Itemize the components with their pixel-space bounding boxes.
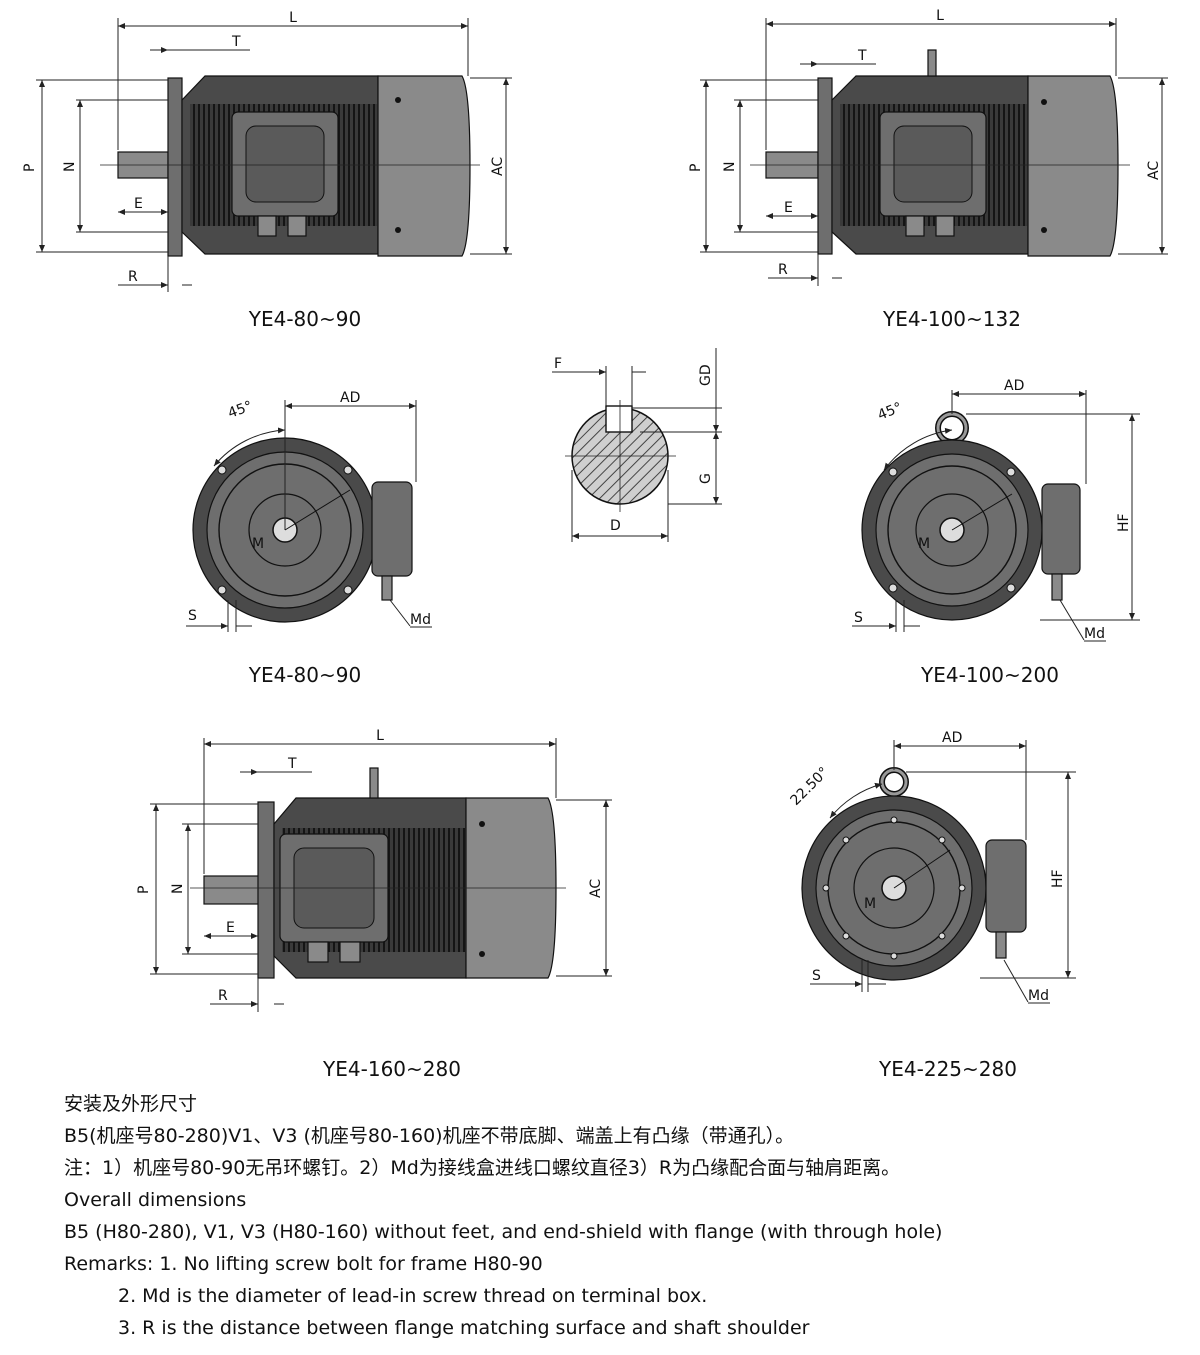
front-view-small: M AD 45° S Md YE4-80~90: [186, 390, 432, 687]
dim-label-P: P: [136, 886, 152, 894]
dim-label-G: G: [698, 473, 714, 484]
notes-block: 安装及外形尺寸 B5(机座号80-280)V1、V3 (机座号80-160)机座…: [64, 1088, 1174, 1344]
dim-label-E: E: [226, 920, 235, 936]
side-view-large: L T P N E R AC YE4-160~280: [136, 728, 612, 1080]
lifting-eye: [927, 49, 937, 77]
dim-label-P: P: [688, 164, 704, 172]
dim-label-R: R: [128, 269, 138, 285]
dim-label-S: S: [812, 968, 821, 984]
dim-label-Md: Md: [1028, 988, 1049, 1004]
dim-label-S: S: [188, 608, 197, 624]
lifting-eye: [369, 767, 379, 799]
flange: [167, 77, 183, 257]
side-view-small: L T P N E R AC YE4-80~90: [22, 10, 512, 331]
caption-side-large: YE4-160~280: [322, 1057, 461, 1080]
dim-label-E: E: [134, 196, 143, 212]
shaft-section: F GD G D: [552, 348, 722, 542]
caption-side-medium: YE4-100~132: [882, 307, 1021, 331]
notes-cn-title: 安装及外形尺寸: [64, 1093, 198, 1115]
dim-label-T: T: [857, 48, 867, 64]
dim-label-HF: HF: [1116, 513, 1132, 532]
dim-label-S: S: [854, 610, 863, 626]
dim-label-AD: AD: [942, 730, 962, 746]
dim-label-angle-45: 45°: [876, 400, 905, 424]
terminal-box: [1041, 483, 1081, 575]
dim-label-E: E: [784, 200, 793, 216]
dim-label-N: N: [170, 884, 186, 894]
notes-en-line-4: 3. R is the distance between flange matc…: [118, 1317, 810, 1339]
caption-front-small: YE4-80~90: [248, 663, 361, 687]
fan-cover: [377, 75, 471, 257]
dim-label-R: R: [218, 988, 228, 1004]
notes-cn-line-1: B5(机座号80-280)V1、V3 (机座号80-160)机座不带底脚、端盖上…: [64, 1125, 795, 1147]
dim-label-T: T: [287, 756, 297, 772]
shaft: [203, 875, 261, 905]
terminal-box: [985, 839, 1027, 933]
dim-label-HF: HF: [1050, 869, 1066, 888]
dim-label-AC: AC: [1146, 161, 1162, 180]
dim-label-L: L: [376, 728, 384, 744]
side-view-medium: L T P N E R AC YE4-100~132: [688, 8, 1168, 331]
dim-label-N: N: [62, 162, 78, 172]
notes-cn-line-2: 注：1）机座号80-90无吊环螺钉。2）Md为接线盒进线口螺纹直径3）R为凸缘配…: [64, 1157, 901, 1179]
flange: [257, 801, 275, 979]
dim-label-M: M: [918, 536, 930, 552]
dim-label-L: L: [936, 8, 944, 24]
fan-cover: [1027, 75, 1119, 257]
caption-side-small: YE4-80~90: [248, 307, 361, 331]
caption-front-large: YE4-225~280: [878, 1057, 1017, 1080]
dim-label-T: T: [231, 34, 241, 50]
dim-label-L: L: [289, 10, 297, 26]
dim-label-AC: AC: [588, 879, 604, 898]
dim-label-M: M: [864, 896, 876, 912]
key: [605, 405, 633, 433]
dim-label-AD: AD: [1004, 378, 1024, 394]
dim-label-Md: Md: [410, 612, 431, 628]
caption-front-medium: YE4-100~200: [920, 663, 1059, 687]
dim-label-GD: GD: [698, 364, 714, 386]
terminal-box: [371, 481, 413, 577]
dim-label-D: D: [610, 518, 621, 534]
dim-label-angle-45: 45°: [226, 398, 255, 422]
dim-label-angle-22-50: 22.50°: [788, 764, 833, 809]
dim-label-AC: AC: [490, 157, 506, 176]
front-view-large: M AD HF 22.50° S Md YE4-225~280: [788, 730, 1076, 1080]
notes-en-line-2: Remarks: 1. No lifting screw bolt for fr…: [64, 1253, 543, 1275]
dim-label-P: P: [22, 164, 38, 172]
front-view-medium: M AD HF 45° S Md YE4-100~200: [852, 378, 1140, 687]
dim-label-F: F: [554, 356, 562, 372]
dim-label-N: N: [722, 162, 738, 172]
dim-label-R: R: [778, 262, 788, 278]
notes-en-line-1: B5 (H80-280), V1, V3 (H80-160) without f…: [64, 1221, 943, 1243]
dim-label-M: M: [252, 536, 264, 552]
dim-label-AD: AD: [340, 390, 360, 406]
flange: [817, 77, 833, 255]
notes-en-title: Overall dimensions: [64, 1189, 247, 1211]
dim-label-Md: Md: [1084, 626, 1105, 642]
notes-en-line-3: 2. Md is the diameter of lead-in screw t…: [118, 1285, 708, 1307]
